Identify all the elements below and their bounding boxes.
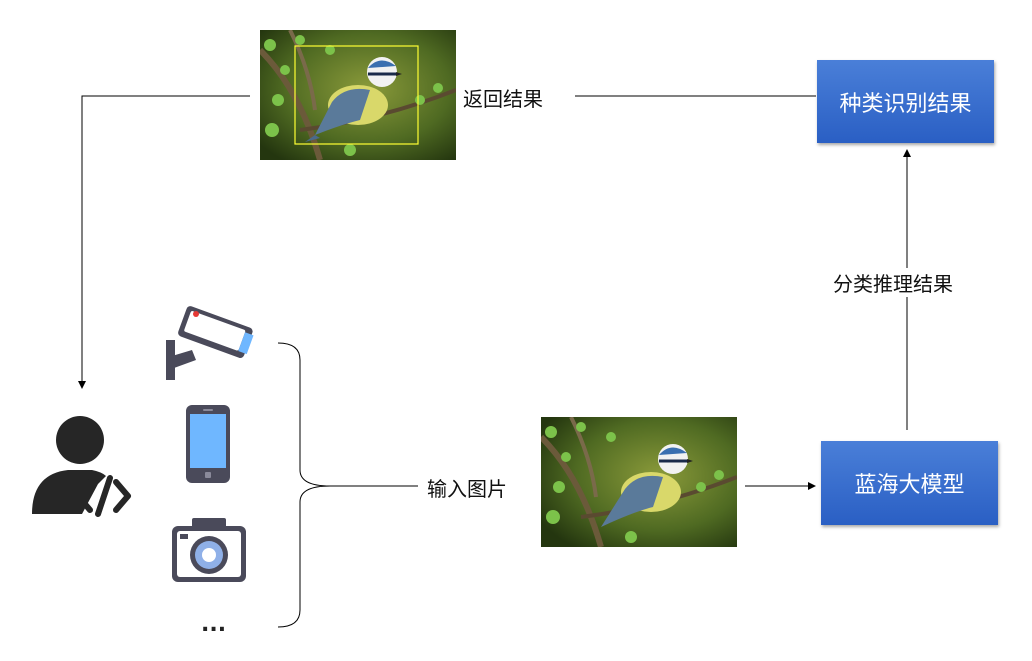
output-bird-photo [260,30,456,160]
device-brace [277,342,331,628]
detection-bbox [294,45,419,145]
result-node: 种类识别结果 [817,60,994,143]
smartphone-icon [186,405,230,483]
input-bird-photo [541,417,737,547]
return-label: 返回结果 [463,83,543,112]
security-camera-icon [166,306,254,380]
return-path-left [78,95,250,389]
model-node: 蓝海大模型 [821,441,998,525]
more-devices-ellipsis: ... [201,612,227,637]
camera-icon [172,518,246,582]
input-label: 输入图片 [427,473,507,502]
developer-user-icon [32,416,131,517]
inference-label: 分类推理结果 [833,268,953,297]
